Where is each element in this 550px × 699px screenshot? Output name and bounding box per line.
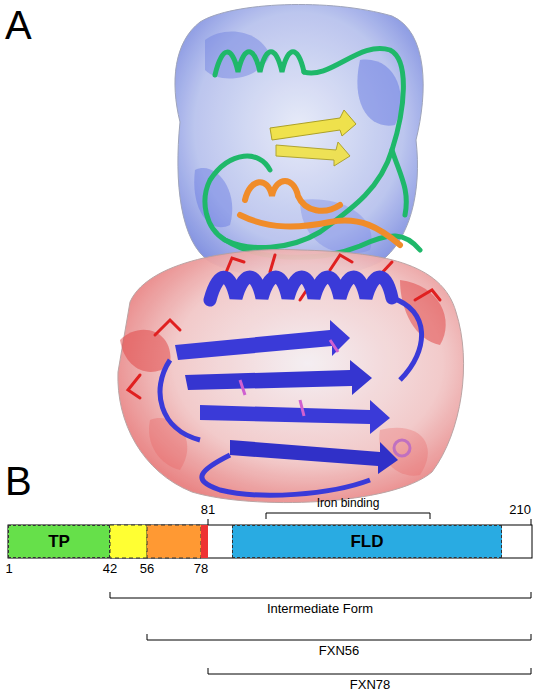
residue-number: 56 — [140, 562, 154, 577]
top-surface — [357, 60, 400, 126]
domain-label: TP — [48, 532, 70, 552]
fld-ribbon — [185, 360, 372, 395]
form-label: Intermediate Form — [267, 602, 373, 617]
region-label: Iron binding — [317, 497, 380, 511]
acidic-side-chains — [330, 255, 352, 270]
residue-number: 78 — [194, 562, 208, 577]
bottom-surface — [120, 330, 170, 372]
domain-bar — [110, 525, 147, 558]
tp-ribbon — [215, 52, 304, 75]
residue-number: 1 — [5, 562, 12, 577]
yellow-segment-ribbon — [270, 110, 356, 166]
tp-ribbon — [392, 150, 406, 215]
fld-ribbon — [175, 320, 350, 360]
bracket-lines — [110, 592, 531, 598]
yellow-segment-ribbon — [276, 142, 350, 166]
fld-ribbon — [210, 277, 392, 300]
frataxin-domain-box: FLD — [232, 525, 502, 558]
bracket-lines — [147, 634, 531, 640]
acidic-side-chains — [128, 375, 140, 398]
fld-ribbon — [394, 440, 410, 456]
acidic-side-chains — [155, 320, 180, 335]
residue-number: 210 — [509, 503, 531, 518]
fld-ribbon — [240, 340, 338, 416]
fld-ribbon — [230, 440, 398, 474]
fld-ribbon — [200, 400, 390, 434]
acidic-side-chains — [415, 290, 440, 300]
residue-number: 42 — [103, 562, 117, 577]
acidic-side-chains — [128, 255, 440, 398]
bracket-lines — [531, 519, 532, 525]
domain-bar — [201, 525, 208, 558]
residue-number: 81 — [201, 503, 215, 518]
fld-ribbon — [160, 277, 422, 495]
bracket-lines — [208, 668, 531, 674]
panel-letter: A — [5, 2, 32, 48]
domain-bar — [147, 525, 201, 558]
orange-segment-ribbon — [245, 181, 340, 211]
yellow-segment-ribbon — [270, 110, 356, 140]
domain-bar — [8, 525, 532, 558]
domain-label: FLD — [350, 532, 383, 552]
orange-segment-ribbon — [240, 215, 400, 245]
bracket-lines — [208, 519, 209, 525]
form-label: FXN78 — [350, 678, 390, 693]
top-surface — [175, 5, 423, 279]
bottom-surface — [149, 418, 187, 470]
panel-letter: B — [5, 458, 32, 504]
top-surface — [175, 5, 423, 279]
bracket-lines — [110, 513, 531, 674]
fld-ribbon — [160, 298, 422, 495]
bottom-surface — [118, 250, 464, 503]
transit-peptide-box: TP — [8, 525, 110, 558]
bracket-lines — [266, 513, 430, 519]
acidic-side-chains — [270, 255, 275, 272]
tp-ribbon — [205, 48, 420, 257]
tp-ribbon — [205, 48, 403, 247]
domain-bar — [8, 525, 532, 558]
orange-segment-ribbon — [240, 181, 400, 245]
bottom-surface — [118, 250, 464, 503]
form-label: FXN56 — [319, 644, 359, 659]
